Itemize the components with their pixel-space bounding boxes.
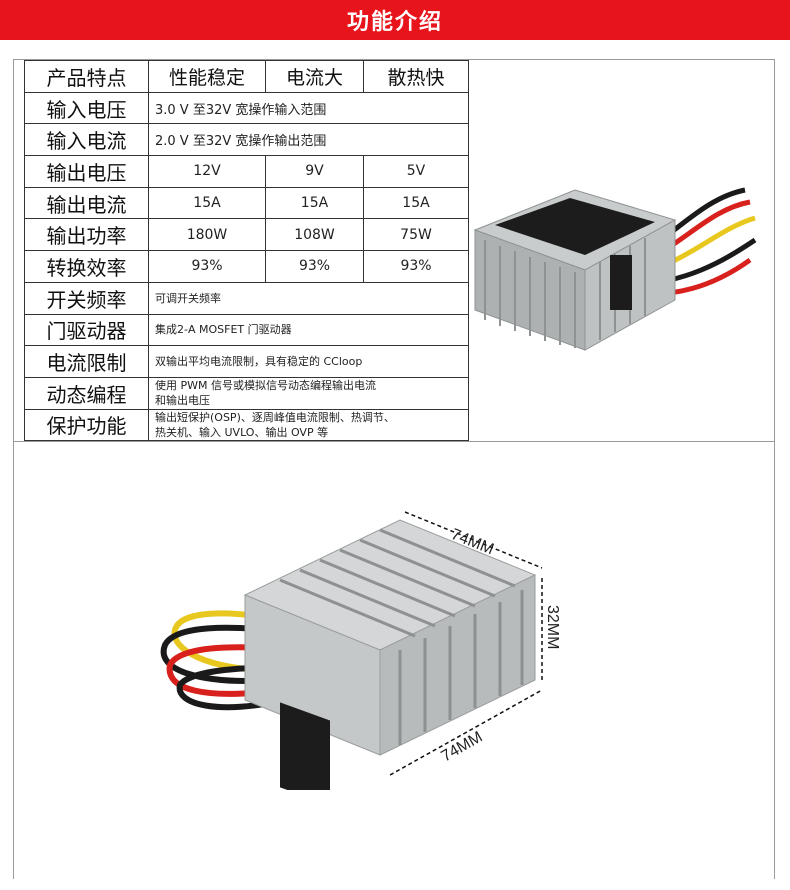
cable-gland (280, 702, 330, 790)
row-label: 输出功率 (24, 218, 149, 252)
table-row: 动态编程 使用 PWM 信号或模拟信号动态编程输出电流 和输出电压 (24, 376, 469, 410)
dimension-height: 32MM (544, 605, 561, 649)
row-label: 动态编程 (24, 376, 149, 410)
cell-value: 93% (265, 250, 364, 283)
row-label: 转换效率 (24, 250, 149, 283)
cell-value: 5V (363, 155, 469, 188)
row-label: 输入电流 (24, 123, 149, 157)
row-label: 保护功能 (24, 408, 149, 442)
header-fast-cooling: 散热快 (363, 60, 469, 93)
header-stable: 性能稳定 (148, 60, 266, 93)
frame-divider (13, 441, 775, 442)
table-row: 电流限制 双输出平均电流限制，具有稳定的 CCloop (24, 345, 469, 378)
spec-table: 产品特点 性能稳定 电流大 散热快 输入电压 3.0 V 至32V 宽操作输入范… (24, 60, 469, 442)
product-photo-main: 74MM 32MM 74MM (160, 511, 561, 790)
header-banner: 功能介绍 (0, 0, 790, 40)
table-row: 保护功能 输出短保护(OSP)、逐周峰值电流限制、热调节、 热关机、输入 UVL… (24, 408, 469, 442)
row-value: 使用 PWM 信号或模拟信号动态编程输出电流 和输出电压 (148, 376, 469, 410)
row-label: 输入电压 (24, 91, 149, 125)
header-features: 产品特点 (24, 60, 149, 93)
row-value-line: 使用 PWM 信号或模拟信号动态编程输出电流 (155, 379, 376, 393)
cooling-fins (279, 528, 524, 745)
row-label: 开关频率 (24, 281, 149, 315)
row-value-line: 和输出电压 (155, 394, 210, 408)
cell-value: 15A (148, 186, 266, 220)
table-row: 转换效率 93% 93% 93% (24, 250, 469, 283)
table-row: 输入电压 3.0 V 至32V 宽操作输入范围 (24, 91, 469, 125)
row-value: 可调开关频率 (148, 281, 469, 315)
table-row: 输出功率 180W 108W 75W (24, 218, 469, 252)
row-value: 2.0 V 至32V 宽操作输出范围 (148, 123, 469, 157)
cell-value: 108W (265, 218, 364, 252)
cell-value: 15A (363, 186, 469, 220)
banner-title: 功能介绍 (346, 10, 443, 35)
cable-gland (610, 255, 632, 310)
row-value-line: 输出短保护(OSP)、逐周峰值电流限制、热调节、 (155, 410, 395, 424)
content-frame (13, 59, 775, 879)
cell-value: 75W (363, 218, 469, 252)
table-row: 门驱动器 集成2-A MOSFET 门驱动器 (24, 313, 469, 347)
cell-value: 93% (148, 250, 266, 283)
table-row: 输出电流 15A 15A 15A (24, 186, 469, 220)
dimension-width: 74MM (439, 729, 486, 766)
product-photo-top (473, 187, 757, 351)
cell-value: 12V (148, 155, 266, 188)
row-label: 门驱动器 (24, 313, 149, 347)
row-value-line: 热关机、输入 UVLO、输出 OVP 等 (155, 425, 329, 439)
row-value: 集成2-A MOSFET 门驱动器 (148, 313, 469, 347)
header-high-current: 电流大 (265, 60, 364, 93)
row-value: 3.0 V 至32V 宽操作输入范围 (148, 91, 469, 125)
table-row: 输出电压 12V 9V 5V (24, 155, 469, 188)
dimension-lines (389, 511, 543, 776)
wires-main (160, 610, 296, 711)
cell-value: 93% (363, 250, 469, 283)
cell-value: 15A (265, 186, 364, 220)
cell-value: 180W (148, 218, 266, 252)
row-value: 输出短保护(OSP)、逐周峰值电流限制、热调节、 热关机、输入 UVLO、输出 … (148, 408, 469, 442)
row-label: 输出电压 (24, 155, 149, 188)
row-value: 双输出平均电流限制，具有稳定的 CCloop (148, 345, 469, 378)
table-row: 输入电流 2.0 V 至32V 宽操作输出范围 (24, 123, 469, 157)
casing-side (379, 574, 536, 756)
row-label: 电流限制 (24, 345, 149, 378)
row-label: 输出电流 (24, 186, 149, 220)
cell-value: 9V (265, 155, 364, 188)
black-label-area (495, 198, 655, 255)
table-header-row: 产品特点 性能稳定 电流大 散热快 (24, 60, 469, 93)
table-row: 开关频率 可调开关频率 (24, 281, 469, 315)
